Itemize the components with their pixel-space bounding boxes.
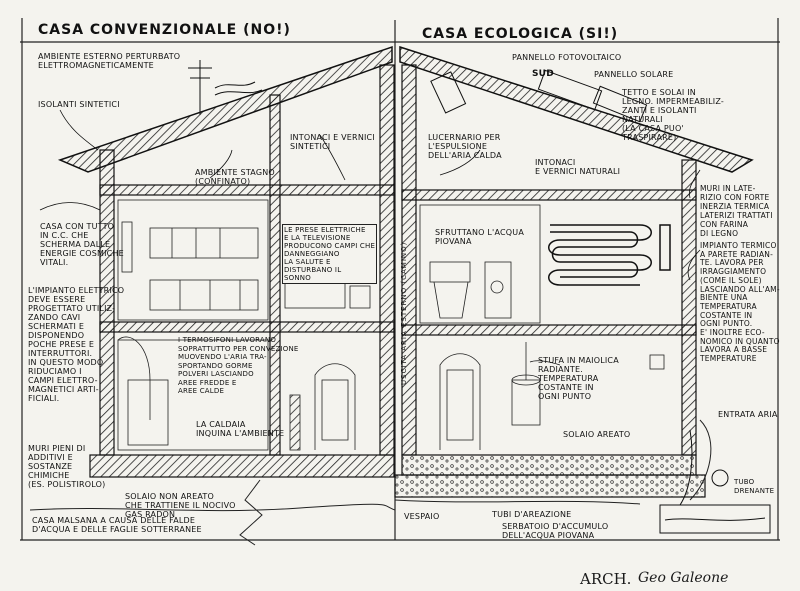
label-tubo-drenante: TUBO DRENANTE (734, 478, 775, 495)
right-house-structure (394, 64, 706, 498)
left-house-structure (89, 64, 395, 478)
label-ambiente-esterno: AMBIENTE ESTERNO PERTURBATO ELETTROMAGNE… (38, 52, 181, 70)
label-vespaio: VESPAIO (404, 512, 440, 521)
label-tetto: TETTO E SOLAI IN LEGNO. IMPERMEABILIZ- Z… (622, 88, 724, 142)
label-pannello-fotovoltaico: PANNELLO FOTOVOLTAICO (512, 53, 622, 62)
label-intonaci-right: INTONACI E VERNICI NATURALI (535, 158, 621, 176)
left-kitchen (117, 199, 269, 321)
right-bathroom (419, 204, 541, 324)
right-ground-floor (439, 342, 665, 450)
signature-prefix: ARCH. (580, 570, 632, 588)
label-intonaci-left: INTONACI E VERNICI SINTETICI (290, 133, 375, 151)
label-serbatoio: SERBATOIO D'ACCUMULO DELL'ACQUA PIOVANA (502, 522, 609, 540)
label-solaio-areato: SOLAIO AREATO (563, 430, 631, 439)
label-impianto-termico: IMPIANTO TERMICO A PARETE RADIAN- TE. LA… (700, 241, 780, 364)
frame (20, 18, 780, 541)
label-entrata-aria: ENTRATA ARIA (718, 410, 778, 419)
ground-lines (29, 419, 712, 546)
leader-arrows (39, 109, 701, 366)
label-lucernario: LUCERNARIO PER L'ESPULSIONE DELL'ARIA CA… (428, 133, 502, 160)
label-ambiente-stagno: AMBIENTE STAGNO (CONFINATO) (195, 168, 275, 186)
label-isolanti: ISOLANTI SINTETICI (38, 100, 120, 109)
label-muri-laterizio: MURI IN LATE- RIZIO CON FORTE INERZIA TE… (700, 184, 773, 238)
roof-left (57, 45, 393, 173)
radiant-wall-heating (548, 224, 671, 286)
roof-right (399, 45, 754, 173)
label-casa-malsana: CASA MALSANA A CAUSA DELLE FALDE D'ACQUA… (32, 516, 202, 534)
left-ground-floor (117, 336, 356, 451)
label-sfruttano-acqua: SFRUTTANO L'ACQUA PIOVANA (435, 228, 525, 246)
label-sud: SUD (532, 69, 554, 79)
label-impianto-elettrico: L'IMPIANTO ELETTRICO DEVE ESSERE PROGETT… (28, 286, 125, 403)
label-prese: LE PRESE ELETTRICHE E LA TELEVISIONE PRO… (282, 224, 378, 284)
label-muri-pieni: MURI PIENI DI ADDITIVI E SOSTANZE CHIMIC… (28, 444, 106, 489)
label-stufa: STUFA IN MAIOLICA RADIANTE. TEMPERATURA … (538, 356, 619, 401)
label-tubi-areazione: TUBI D'AREAZIONE (492, 510, 572, 519)
signature-name: Geo Galeone (638, 570, 729, 586)
title-right: CASA ECOLOGICA (SI!) (422, 26, 619, 42)
label-solaio-non-areato: SOLAIO NON AREATO CHE TRATTIENE IL NOCIV… (125, 492, 236, 519)
label-uscita-aria: USCITA ARIA ESTERNO (CAMINO) (400, 241, 408, 385)
label-pannello-solare: PANNELLO SOLARE (594, 70, 674, 79)
label-casa-cemento: CASA CON TUTTO IN C.C. CHE SCHERMA DALLE… (40, 222, 124, 267)
label-caldaia: LA CALDAIA INQUINA L'AMBIENTE (196, 420, 285, 438)
antenna (188, 60, 263, 115)
title-left: CASA CONVENZIONALE (NO!) (38, 22, 291, 38)
label-termosifoni: I TERMOSIFONI LAVORANO SOPRATTUTTO PER C… (178, 336, 299, 395)
skylight-and-panels (430, 69, 648, 123)
drain-and-tank (659, 429, 771, 534)
